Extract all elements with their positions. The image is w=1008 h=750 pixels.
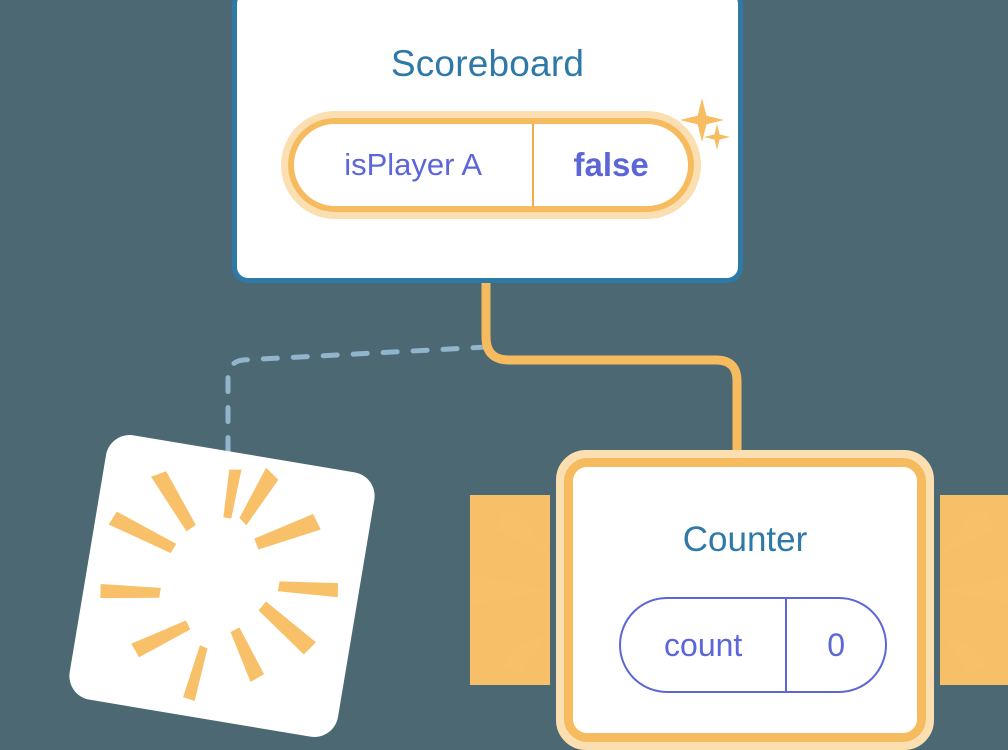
- scoreboard-state-value: false: [573, 146, 649, 183]
- ray-icon: [108, 511, 177, 554]
- ray-icon: [100, 583, 161, 599]
- ray-icon: [472, 575, 548, 605]
- counter-state-pill[interactable]: count 0: [619, 597, 887, 693]
- blank-card-burst-icon: [100, 467, 339, 702]
- counter-burst-rays-left: [470, 495, 550, 685]
- counter-state-value: 0: [827, 626, 846, 663]
- scoreboard-state-pill[interactable]: isPlayer A false: [281, 111, 701, 219]
- scoreboard-state-key: isPlayer A: [294, 124, 535, 206]
- ray-icon: [942, 510, 992, 553]
- counter-state-key: count: [621, 599, 788, 691]
- ray-icon: [131, 620, 191, 658]
- ray-icon: [942, 576, 1008, 604]
- ray-icon: [254, 514, 321, 550]
- ray-icon: [239, 467, 279, 526]
- solid-connector-path: [481, 276, 742, 468]
- ray-icon: [502, 633, 548, 673]
- scoreboard-card[interactable]: Scoreboard isPlayer A false: [232, 0, 743, 283]
- counter-title: Counter: [682, 520, 808, 559]
- ray-icon: [498, 510, 548, 553]
- counter-card[interactable]: Counter count 0: [556, 450, 934, 750]
- ray-icon: [230, 627, 265, 683]
- ray-icon: [183, 645, 208, 702]
- ray-icon: [258, 601, 316, 655]
- ray-icon: [151, 471, 196, 532]
- scoreboard-state-pill-inner: isPlayer A false: [288, 118, 694, 212]
- counter-burst-rays-right: [940, 495, 1008, 685]
- dashed-connector-path: [225, 344, 490, 473]
- ray-icon: [223, 469, 242, 519]
- blank-card[interactable]: [65, 431, 379, 741]
- ray-icon: [277, 581, 339, 598]
- counter-card-inner: Counter count 0: [564, 458, 926, 742]
- scoreboard-title: Scoreboard: [390, 43, 585, 84]
- ray-icon: [942, 633, 988, 673]
